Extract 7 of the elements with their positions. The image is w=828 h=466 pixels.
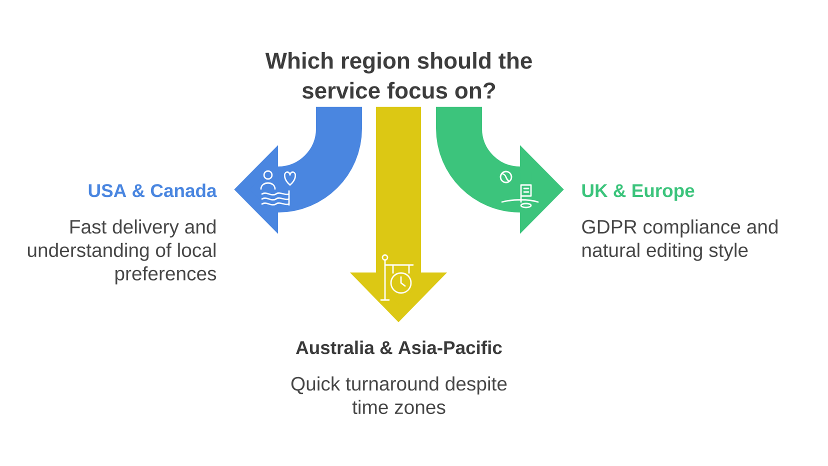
description: Fast delivery and understanding of local preferences [28,219,216,284]
description: Quick turnaround despite time zones [291,376,507,414]
heading: UK & Europe [582,184,694,201]
description: GDPR compliance and natural editing style [582,219,778,261]
heading: USA & Canada [88,184,217,198]
question-heading: Which region should the service focus on? [265,52,532,99]
heading: Australia & Asia-Pacific [296,340,502,354]
